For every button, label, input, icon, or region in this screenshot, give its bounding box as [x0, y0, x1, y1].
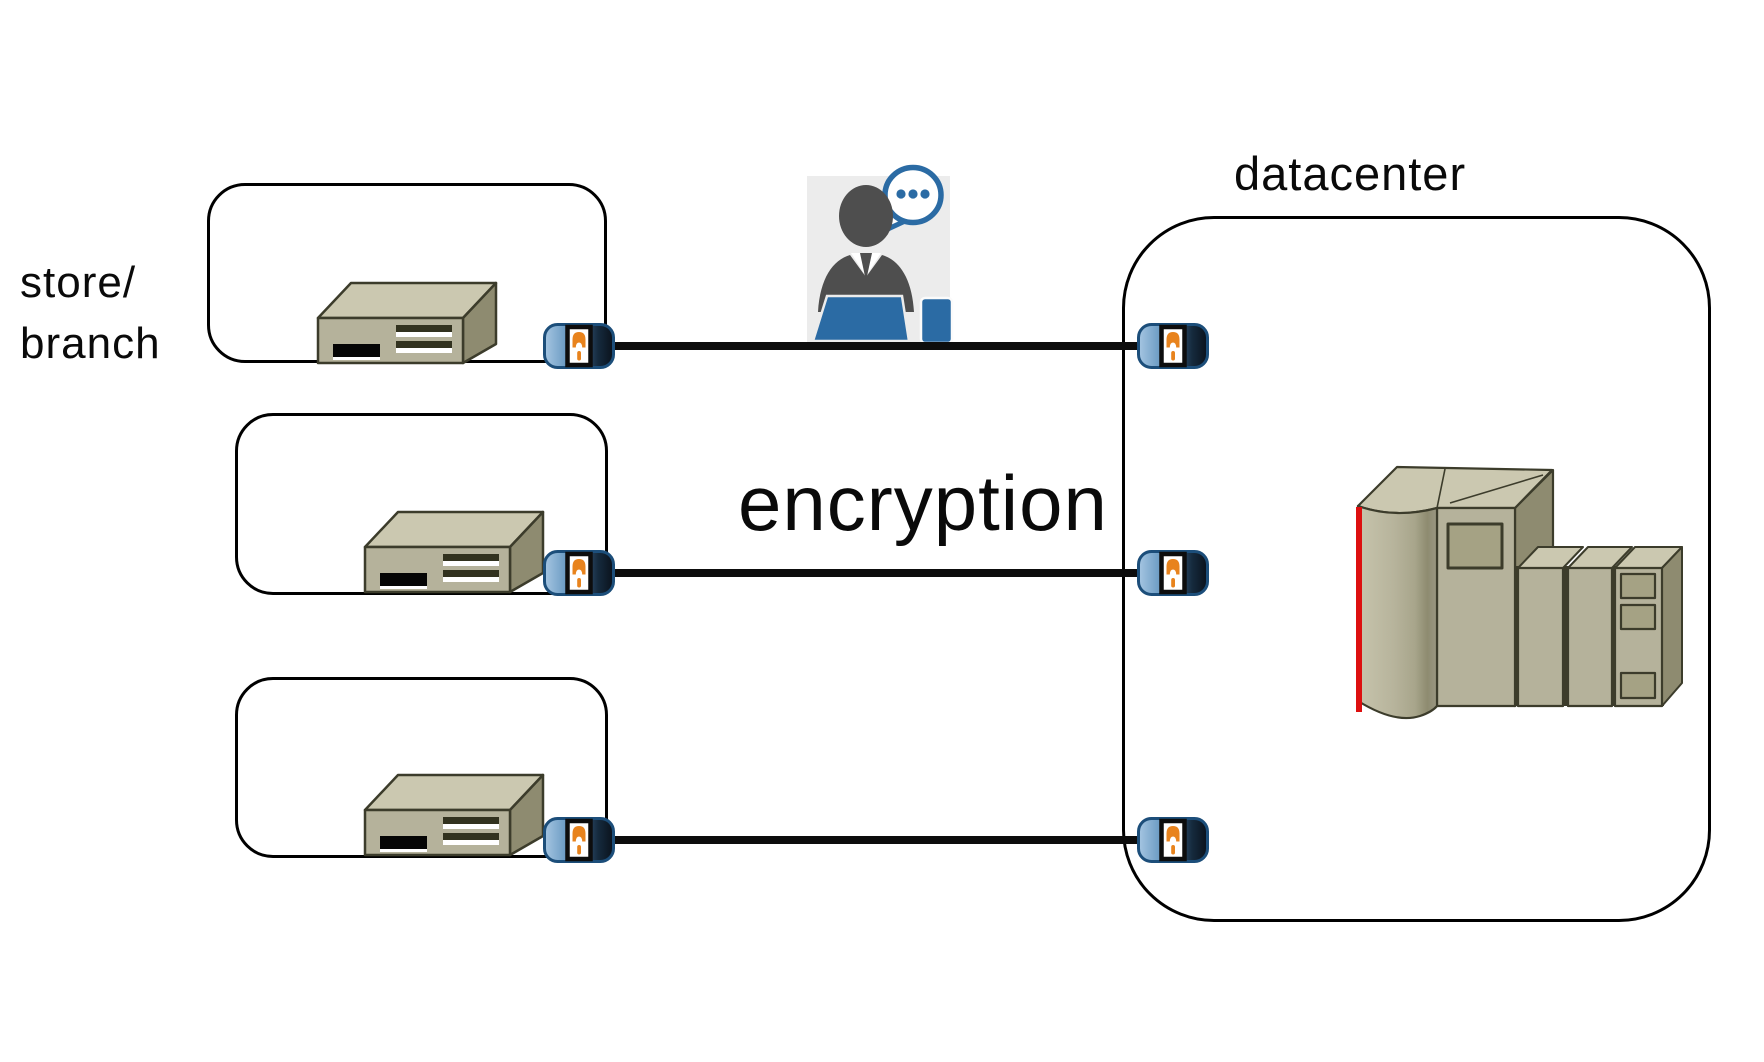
padlock-icon-datacenter-1 — [1137, 323, 1209, 369]
laptop — [919, 296, 954, 345]
server-appliance-icon — [316, 281, 498, 365]
server-appliance-icon — [363, 510, 545, 594]
red-stripe — [1356, 507, 1362, 712]
encrypted-link-2 — [585, 569, 1160, 577]
tie — [860, 253, 872, 281]
padlock-icon-datacenter-3 — [1137, 817, 1209, 863]
person-speech-bubble-icon — [807, 164, 954, 345]
encrypted-link-3 — [585, 836, 1160, 844]
encryption-label: encryption — [738, 459, 1108, 547]
padlock-icon-store-2 — [543, 550, 615, 596]
padlock-icon-datacenter-2 — [1137, 550, 1209, 596]
mainframe-servers-icon — [1356, 465, 1683, 720]
store-branch-label: store/ branch — [20, 252, 161, 374]
padlock-icon-store-1 — [543, 323, 615, 369]
server-appliance-icon — [363, 773, 545, 857]
store-branch-label-line2: branch — [20, 319, 161, 368]
desk — [811, 294, 911, 343]
encrypted-link-1 — [585, 342, 1160, 350]
person-head — [839, 185, 893, 247]
store-branch-label-line1: store/ — [20, 258, 137, 307]
datacenter-label: datacenter — [1234, 147, 1467, 200]
padlock-icon-store-3 — [543, 817, 615, 863]
